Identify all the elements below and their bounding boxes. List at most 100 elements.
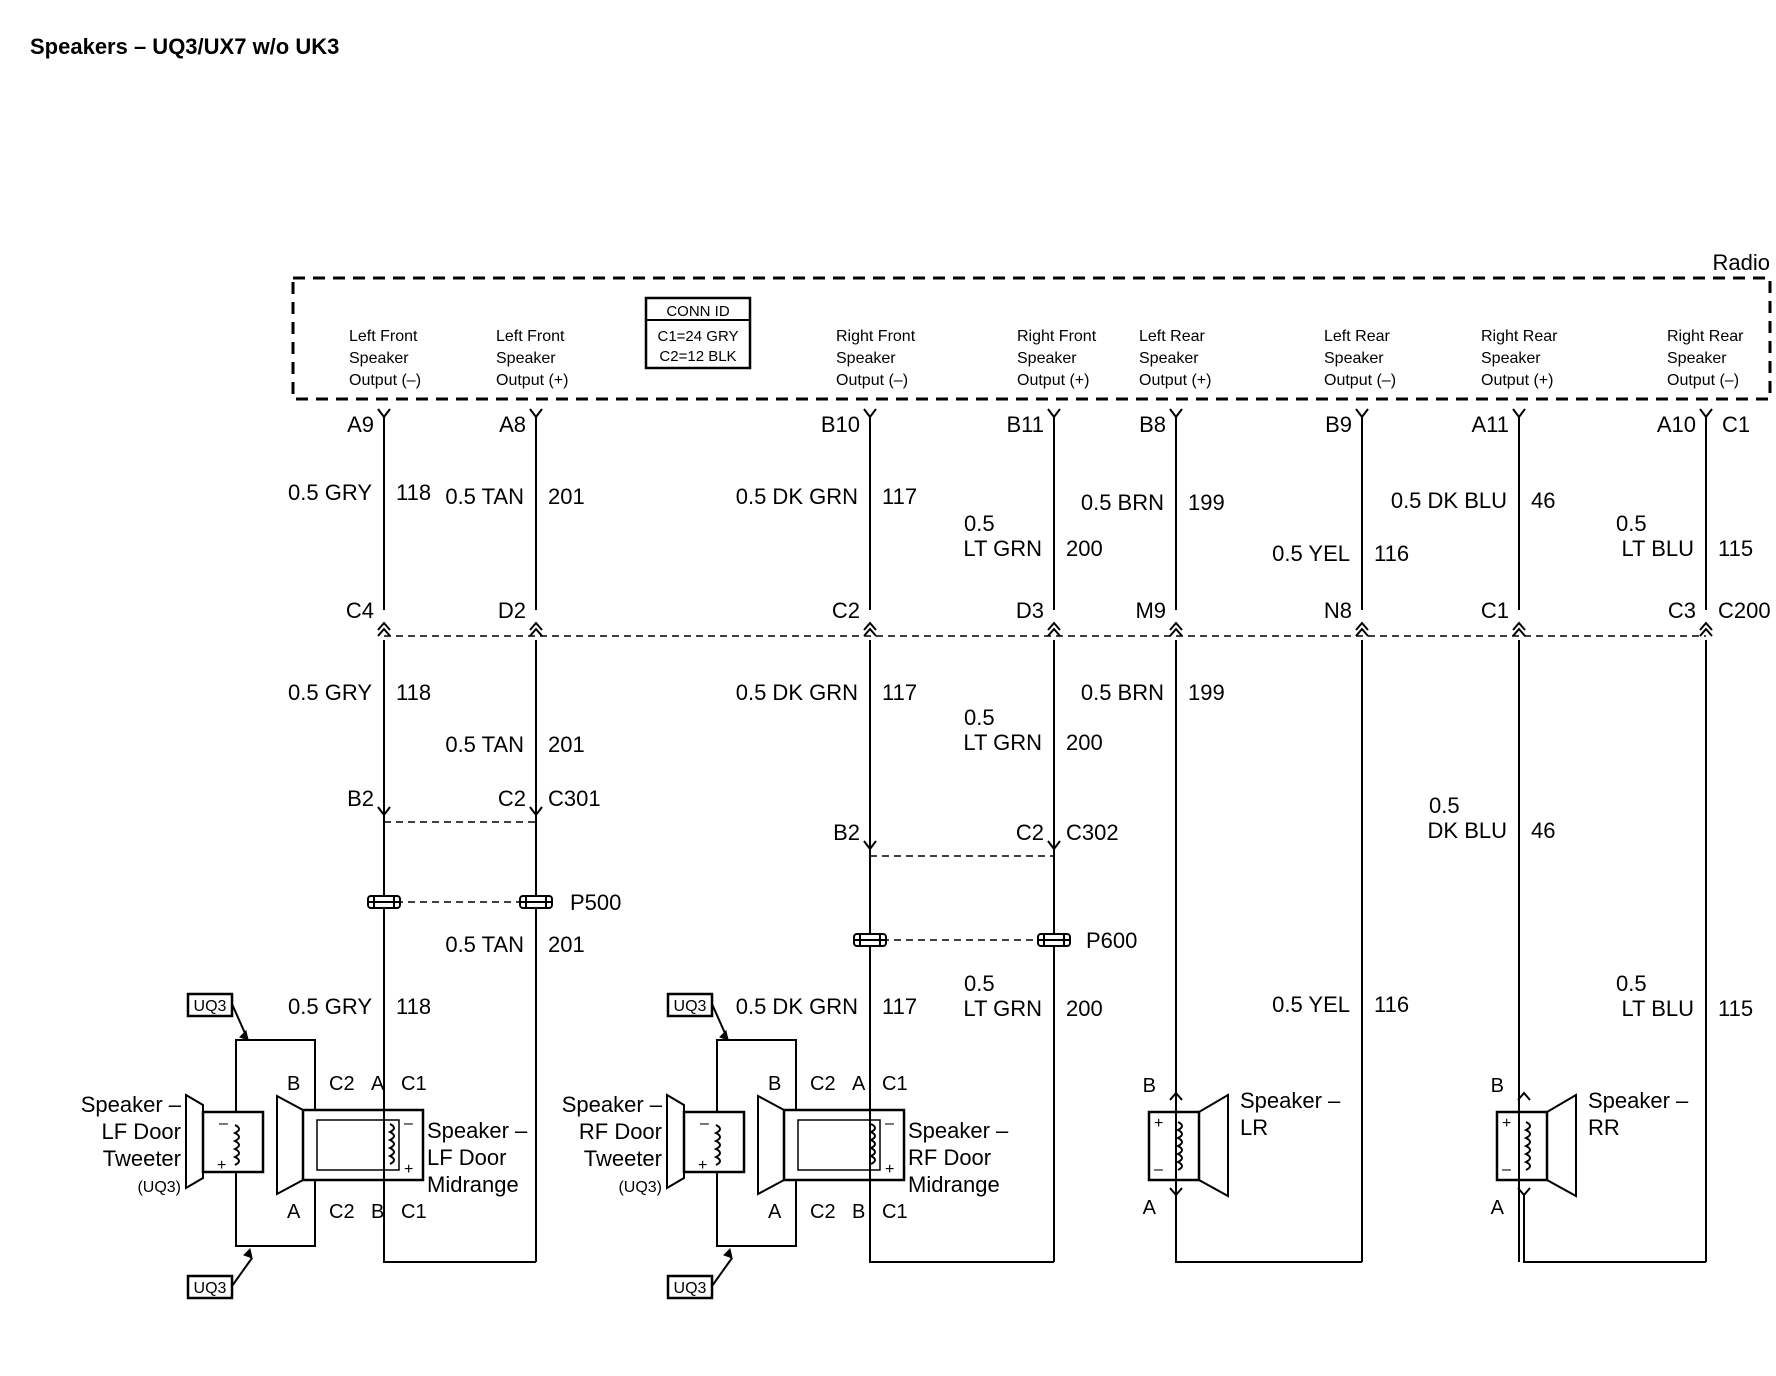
pin-label: C1 xyxy=(401,1073,427,1095)
wire-gauge-color: 0.5 xyxy=(964,971,995,996)
pin-label: A xyxy=(371,1073,385,1095)
polarity-plus: + xyxy=(698,1157,707,1174)
polarity-minus: – xyxy=(700,1115,709,1132)
rr-speaker-pin xyxy=(1517,1091,1531,1101)
circuit-number: 117 xyxy=(882,680,917,705)
rr-return-wire xyxy=(1523,1194,1706,1263)
polarity-minus: – xyxy=(219,1115,228,1132)
rf-tweeter-label: RF Door xyxy=(579,1119,662,1144)
radio-output-label: Output (–) xyxy=(349,372,421,389)
circuit-number: 117 xyxy=(882,994,917,1019)
uq3-tag-arrowhead xyxy=(723,1248,733,1259)
wire-gauge-color: 0.5 BRN xyxy=(1081,490,1164,515)
radio-output-label: Output (+) xyxy=(1139,372,1211,389)
circuit-number: 199 xyxy=(1188,490,1225,515)
pin-label: A xyxy=(1143,1197,1157,1219)
uq3-tag-arrowhead xyxy=(243,1248,253,1259)
radio-output-label: Speaker xyxy=(836,350,896,367)
rr-speaker-label: RR xyxy=(1588,1115,1620,1140)
wire-gauge-color: 0.5 TAN xyxy=(445,732,524,757)
pin-label: B xyxy=(1143,1075,1156,1097)
c200-pin xyxy=(377,627,391,637)
wire-gauge-color: 0.5 TAN xyxy=(445,484,524,509)
rf-midrange-label: RF Door xyxy=(908,1145,991,1170)
radio-output-label: Output (+) xyxy=(1481,372,1553,389)
p500-grommet xyxy=(367,895,401,909)
c302-pin xyxy=(1047,840,1061,851)
circuit-number: 46 xyxy=(1531,818,1555,843)
c302-connector-name: C302 xyxy=(1066,820,1119,845)
lf-tweeter-label: Tweeter xyxy=(103,1146,181,1171)
lf-tweeter-magnet xyxy=(201,1110,265,1174)
rf-midrange-inner xyxy=(797,1119,881,1171)
p600-grommet xyxy=(853,933,887,947)
uq3-tag: UQ3 xyxy=(186,992,249,1041)
radio-output-label: Speaker xyxy=(1481,350,1541,367)
wire-gauge-color: LT BLU xyxy=(1621,536,1694,561)
wire-gauge-color: 0.5 xyxy=(964,511,995,536)
uq3-tag: UQ3 xyxy=(186,1248,253,1300)
pin-label: A xyxy=(768,1201,782,1223)
lf-tweeter-sublabel: (UQ3) xyxy=(137,1179,181,1196)
lf-tweeter-coil xyxy=(232,1124,240,1166)
circuit-number: 115 xyxy=(1718,536,1753,561)
radio-pin-label: B9 xyxy=(1325,412,1352,437)
radio-output-label: Speaker xyxy=(1667,350,1727,367)
rr-speaker-label: Speaker – xyxy=(1588,1088,1689,1113)
radio-output-label: Output (+) xyxy=(496,372,568,389)
c301-connector-name: C301 xyxy=(548,786,601,811)
lr-speaker-label: LR xyxy=(1240,1115,1268,1140)
radio-output-label: Output (–) xyxy=(1667,372,1739,389)
lf-tweeter-label: LF Door xyxy=(102,1119,181,1144)
radio-pin-connector xyxy=(377,408,391,419)
rf-tweeter-label: Tweeter xyxy=(584,1146,662,1171)
c200-pin-label: C2 xyxy=(832,598,860,623)
p500-grommet xyxy=(519,895,553,909)
polarity-minus: – xyxy=(1154,1161,1163,1178)
c200-pin xyxy=(1047,627,1061,637)
pin-label: C1 xyxy=(882,1073,908,1095)
wire-gauge-color: 0.5 GRY xyxy=(288,680,372,705)
radio-output-label: Output (+) xyxy=(1017,372,1089,389)
radio-pin-connector xyxy=(1047,408,1061,419)
lf-tweeter-cone xyxy=(185,1093,204,1190)
uq3-tag: UQ3 xyxy=(666,1248,733,1300)
wire-gauge-color: 0.5 DK GRN xyxy=(736,680,858,705)
uq3-tag-box xyxy=(666,1274,714,1300)
circuit-number: 116 xyxy=(1374,541,1409,566)
radio-pin-label: B11 xyxy=(1006,412,1044,437)
pin-label: B xyxy=(852,1201,865,1223)
lr-speaker-cone xyxy=(1198,1093,1229,1198)
rf-tweeter-coil xyxy=(713,1124,721,1166)
c200-pin xyxy=(863,627,877,637)
wire-gauge-color: LT BLU xyxy=(1621,996,1694,1021)
c200-connector-name: C200 xyxy=(1718,598,1771,623)
lf-tweeter-label: Speaker – xyxy=(81,1092,182,1117)
conn-id-header: CONN ID xyxy=(666,303,730,320)
c302-pin-label: B2 xyxy=(833,820,860,845)
pin-label: B xyxy=(287,1073,300,1095)
wire-gauge-color: 0.5 xyxy=(1429,793,1460,818)
lf-midrange-magnet xyxy=(301,1108,425,1182)
radio-output-label: Speaker xyxy=(349,350,409,367)
conn-id-line: C2=12 BLK xyxy=(659,348,736,365)
radio-component: Radio CONN ID C1=24 GRY C2=12 BLK xyxy=(291,250,1772,401)
rf-midrange-label: Midrange xyxy=(908,1172,1000,1197)
circuit-number: 200 xyxy=(1066,730,1103,755)
circuit-number: 118 xyxy=(396,680,431,705)
pin-label: A xyxy=(1491,1197,1505,1219)
circuit-number: 201 xyxy=(548,732,585,757)
pin-label: C1 xyxy=(882,1201,908,1223)
wire-gauge-color: 0.5 YEL xyxy=(1272,992,1350,1017)
pin-label: C1 xyxy=(401,1201,427,1223)
circuit-number: 116 xyxy=(1374,992,1409,1017)
circuit-number: 200 xyxy=(1066,536,1103,561)
radio-connector-name: C1 xyxy=(1722,412,1750,437)
lf-midrange-label: LF Door xyxy=(427,1145,506,1170)
c200-pin xyxy=(1699,621,1713,631)
rf-midrange-magnet xyxy=(782,1108,906,1182)
